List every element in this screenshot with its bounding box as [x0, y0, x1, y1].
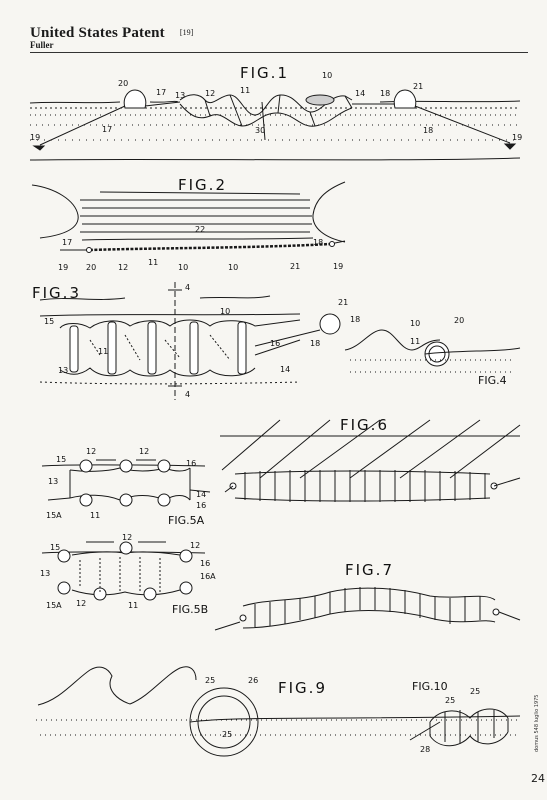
- reference-numeral: 25: [222, 730, 232, 739]
- reference-numeral: 12: [122, 533, 132, 542]
- reference-numeral: 15: [50, 543, 60, 552]
- reference-numeral: 4: [185, 283, 190, 292]
- reference-numeral: 19: [333, 262, 343, 271]
- reference-numeral: 15: [44, 317, 54, 326]
- reference-numeral: 18: [350, 315, 360, 324]
- figure-10: FIG.10 25 25 28: [409, 680, 509, 754]
- reference-numeral: 12: [86, 447, 96, 456]
- header-rule: [30, 52, 528, 53]
- reference-numeral: 12: [139, 447, 149, 456]
- fig10-label: FIG.10: [412, 680, 448, 693]
- reference-numeral: 4: [185, 390, 190, 399]
- reference-numeral: 15: [56, 455, 66, 464]
- figure-2: FIG.2 22 17 18 19 20 12 11 10 10 21 19: [31, 176, 346, 272]
- inventor-name: Fuller: [30, 40, 54, 50]
- fig5b-label: FIG.5B: [172, 603, 208, 616]
- figure-4: FIG.4 10 20 11: [344, 316, 521, 387]
- reference-numeral: 11: [148, 258, 158, 267]
- patent-ref: [19]: [179, 28, 194, 37]
- reference-numeral: 11: [410, 337, 420, 346]
- reference-numeral: 16: [200, 559, 210, 568]
- reference-numeral: 15A: [46, 511, 62, 520]
- reference-numeral: 12: [76, 599, 86, 608]
- reference-numeral: 13: [48, 477, 58, 486]
- reference-numeral: 30: [255, 126, 265, 135]
- fig1-label: FIG.1: [240, 64, 289, 82]
- reference-numeral: 16A: [200, 572, 216, 581]
- reference-numeral: 21: [338, 298, 348, 307]
- reference-numeral: 21: [290, 262, 300, 271]
- reference-numeral: 10: [178, 263, 188, 272]
- patent-header: United States Patent [19]: [30, 22, 193, 42]
- figure-5b: FIG.5B 12 15 12 16 13 16A 15A 12 11: [40, 533, 216, 616]
- reference-numeral: 22: [195, 225, 205, 234]
- reference-numeral: 11: [128, 601, 138, 610]
- reference-numeral: 14: [280, 365, 290, 374]
- reference-numeral: 21: [413, 82, 423, 91]
- reference-numeral: 17: [102, 125, 112, 134]
- figure-1: FIG.1 20 17 13 12 11 10 14 18 21 17: [29, 64, 522, 161]
- reference-numeral: 12: [118, 263, 128, 272]
- reference-numeral: 18: [423, 126, 433, 135]
- figure-7: FIG.7: [214, 561, 521, 631]
- reference-numeral: 20: [454, 316, 464, 325]
- reference-numeral: 28: [420, 745, 430, 754]
- reference-numeral: 17: [156, 88, 166, 97]
- reference-numeral: 17: [62, 238, 72, 247]
- margin-credit: domus 548 luglio 1975: [534, 694, 540, 752]
- reference-numeral: 18: [380, 89, 390, 98]
- reference-numeral: 11: [98, 347, 108, 356]
- figure-6: FIG.6: [220, 416, 521, 502]
- reference-numeral: 25: [205, 676, 215, 685]
- reference-numeral: 15A: [46, 601, 62, 610]
- fig3-label: FIG.3: [32, 284, 81, 302]
- reference-numeral: 16: [270, 339, 280, 348]
- fig2-label: FIG.2: [178, 176, 227, 194]
- reference-numeral: 10: [410, 319, 420, 328]
- reference-numeral: 12: [190, 541, 200, 550]
- fig6-label: FIG.6: [340, 416, 389, 434]
- reference-numeral: 10: [220, 307, 230, 316]
- figure-3: FIG.3 4 4 15 11 10 21 18 16 18 14 13: [32, 282, 360, 400]
- fig4-label: FIG.4: [478, 374, 507, 387]
- reference-numeral: 11: [90, 511, 100, 520]
- reference-numeral: 11: [240, 86, 250, 95]
- reference-numeral: 18: [313, 238, 323, 247]
- reference-numeral: 26: [248, 676, 258, 685]
- reference-numeral: 19: [512, 133, 522, 142]
- fig7-label: FIG.7: [345, 561, 394, 579]
- figure-9: FIG.9 25 26 25: [36, 666, 521, 757]
- reference-numeral: 18: [310, 339, 320, 348]
- reference-numeral: 13: [175, 91, 185, 100]
- reference-numeral: 20: [86, 263, 96, 272]
- reference-numeral: 25: [470, 687, 480, 696]
- reference-numeral: 14: [196, 490, 206, 499]
- fig9-label: FIG.9: [278, 679, 327, 697]
- fig5a-label: FIG.5A: [168, 514, 205, 527]
- reference-numeral: 10: [322, 71, 332, 80]
- reference-numeral: 19: [30, 133, 40, 142]
- reference-numeral: 16: [186, 459, 196, 468]
- reference-numeral: 12: [205, 89, 215, 98]
- reference-numeral: 16: [196, 501, 206, 510]
- reference-numeral: 20: [118, 79, 128, 88]
- patent-title: United States Patent: [30, 25, 165, 41]
- reference-numeral: 14: [355, 89, 365, 98]
- reference-numeral: 13: [58, 366, 68, 375]
- reference-numeral: 10: [228, 263, 238, 272]
- figure-5a: FIG.5A 12 12 15 16 13 14 16 15A 11: [41, 447, 211, 527]
- reference-numeral: 25: [445, 696, 455, 705]
- reference-numeral: 13: [40, 569, 50, 578]
- reference-numeral: 19: [58, 263, 68, 272]
- page-number: 24: [531, 772, 545, 785]
